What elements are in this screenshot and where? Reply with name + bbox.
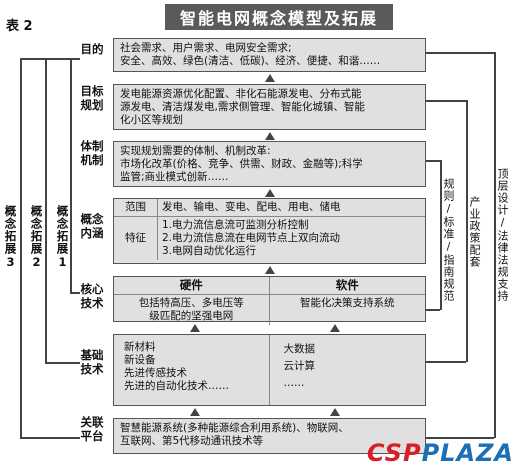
rules-line [440,160,442,310]
rules-label: 规则/标准/指南规范 [442,178,455,302]
institution-box: 实现规划需要的体制、机制改革: 市场化改革(价格、竞争、供需、财政、金融等);科… [113,141,426,187]
rules-top [426,160,440,162]
csp-plaza-logo: CSPPLAZA [367,439,514,467]
base-left-4: 先进的自动化技术…… [124,380,229,392]
rules-bottom [426,309,440,311]
row-label-concept: 概念内涵 [80,212,104,240]
policy-line [466,100,468,362]
diagram-title: 智能电网概念模型及拓展 [165,4,393,30]
arrow-up-5a [190,324,200,332]
ext3-label: 概念拓展3 [3,205,18,270]
arrow-up-6b [330,408,340,416]
ext2-top [45,58,80,60]
base-left-3: 先进传感技术 [124,367,187,379]
ext3-bottom [20,437,80,439]
purpose-line-1: 社会需求、用户需求、电网安全需求; [120,42,292,54]
planning-line-2: 源发电、清洁煤发电,需求侧管理、智能化城镇、智能 [120,101,365,113]
planning-line-1: 发电能源资源优化配置、非化石能源发电、分布式能 [120,88,362,100]
ext2-bottom [45,362,80,364]
institution-line-1: 实现规划需要的体制、机制改革: [120,145,271,157]
software-head: 软件 [335,278,359,292]
base-left-2: 新设备 [124,354,156,366]
logo-part-1: CSP [366,439,422,467]
arrow-up-6a [190,408,200,416]
core-tech-box: 硬件 软件 包括特高压、多电压等 级匹配的坚强电网 智能化决策支持系统 [113,276,426,325]
row-label-platform: 关联平台 [80,415,104,443]
planning-box: 发电能源资源优化配置、非化石能源发电、分布式能 源发电、清洁煤发电,需求侧管理、… [113,84,426,130]
base-left-1: 新材料 [124,341,156,353]
ext2-label: 概念拓展2 [29,205,44,270]
feature-line-3: 3.电网自动优化运行 [162,245,257,257]
table-label: 表 2 [6,19,33,34]
ext1-top [70,58,80,60]
arrow-up-3 [265,189,275,197]
base-right-2: 云计算 [283,360,316,372]
hardware-line-1: 包括特高压、多电压等 [138,297,244,309]
arrow-up-2 [265,132,275,140]
policy-label: 产业政策配套 [468,196,481,268]
feature-label: 特征 [114,217,158,260]
platform-box: 智慧能源系统(多种能源综合利用系统)、物联网、 互联网、第5代移动通讯技术等 [113,418,426,454]
base-tech-box: 新材料 新设备 先进传感技术 先进的自动化技术…… 大数据 云计算 …… [113,334,426,406]
platform-line-2: 互联网、第5代移动通讯技术等 [120,435,264,447]
top-design-label: 顶层设计/法律法规支持 [496,168,509,302]
row-label-planning: 目标规划 [80,84,104,112]
purpose-box: 社会需求、用户需求、电网安全需求; 安全、高效、绿色(清洁、低碳)、经济、便捷、… [113,38,426,72]
software-line-1: 智能化决策支持系统 [300,297,395,309]
policy-bottom [426,361,466,363]
top-design-bottom [426,437,494,439]
arrow-up-5b [330,324,340,332]
feature-line-1: 1.电力流信息流可监测分析控制 [162,219,309,231]
top-design-line [494,52,496,438]
planning-line-3: 化小区等规划 [120,114,183,126]
arrow-up-4 [265,266,275,274]
base-right-3: …… [283,377,305,389]
platform-line-1: 智慧能源系统(多种能源综合利用系统)、物联网、 [120,422,349,434]
top-design-top [426,52,494,54]
row-label-institution: 体制机制 [80,139,104,167]
concept-box: 范围 发电、输电、变电、配电、用电、储电 特征 1.电力流信息流可监测分析控制 … [113,198,426,264]
arrow-up-1 [265,74,275,82]
hardware-line-2: 级匹配的坚强电网 [149,310,234,322]
row-label-core-tech: 核心技术 [80,282,104,310]
feature-line-2: 2.电力流信息流在电网节点上双向流动 [162,232,341,244]
policy-top [426,100,466,102]
row-label-purpose: 目的 [80,42,104,56]
institution-line-2: 市场化改革(价格、竞争、供需、财政、金融等);科学 [120,158,363,170]
logo-part-2: PLAZA [421,439,514,467]
row-label-base-tech: 基础技术 [80,348,104,376]
hardware-head: 硬件 [114,277,270,294]
ext3-line [20,58,22,438]
ext1-line [70,58,72,293]
scope-label: 范围 [114,199,158,217]
base-right-1: 大数据 [283,343,316,355]
institution-line-3: 监管;商业模式创新…… [120,171,229,183]
scope-value: 发电、输电、变电、配电、用电、储电 [158,199,425,217]
ext1-bottom [70,292,80,294]
purpose-line-2: 安全、高效、绿色(清洁、低碳)、经济、便捷、和谐…… [120,55,381,67]
ext1-label: 概念拓展1 [55,205,70,270]
ext2-line [45,58,47,363]
